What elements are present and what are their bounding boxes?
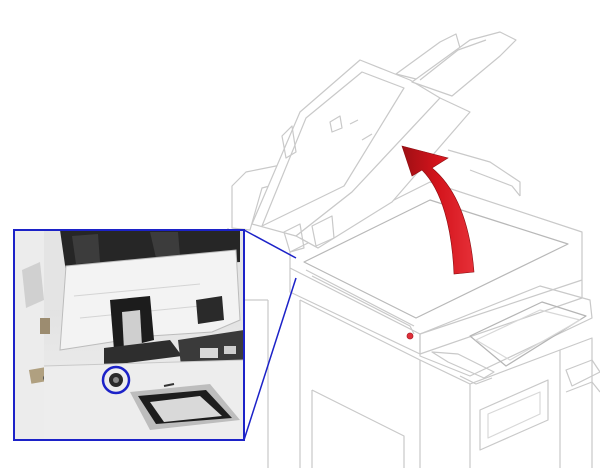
inset-photo xyxy=(14,230,244,440)
touch-screen xyxy=(469,301,587,367)
indicator-led xyxy=(406,332,414,340)
printer-body xyxy=(227,149,600,468)
platen-glass xyxy=(303,199,569,319)
callout-lines xyxy=(243,229,297,441)
inset-frame xyxy=(13,229,245,441)
control-panel xyxy=(419,285,593,377)
screw-highlight-circle xyxy=(101,365,131,395)
document-feeder xyxy=(251,31,517,253)
lift-arrow xyxy=(401,145,475,275)
